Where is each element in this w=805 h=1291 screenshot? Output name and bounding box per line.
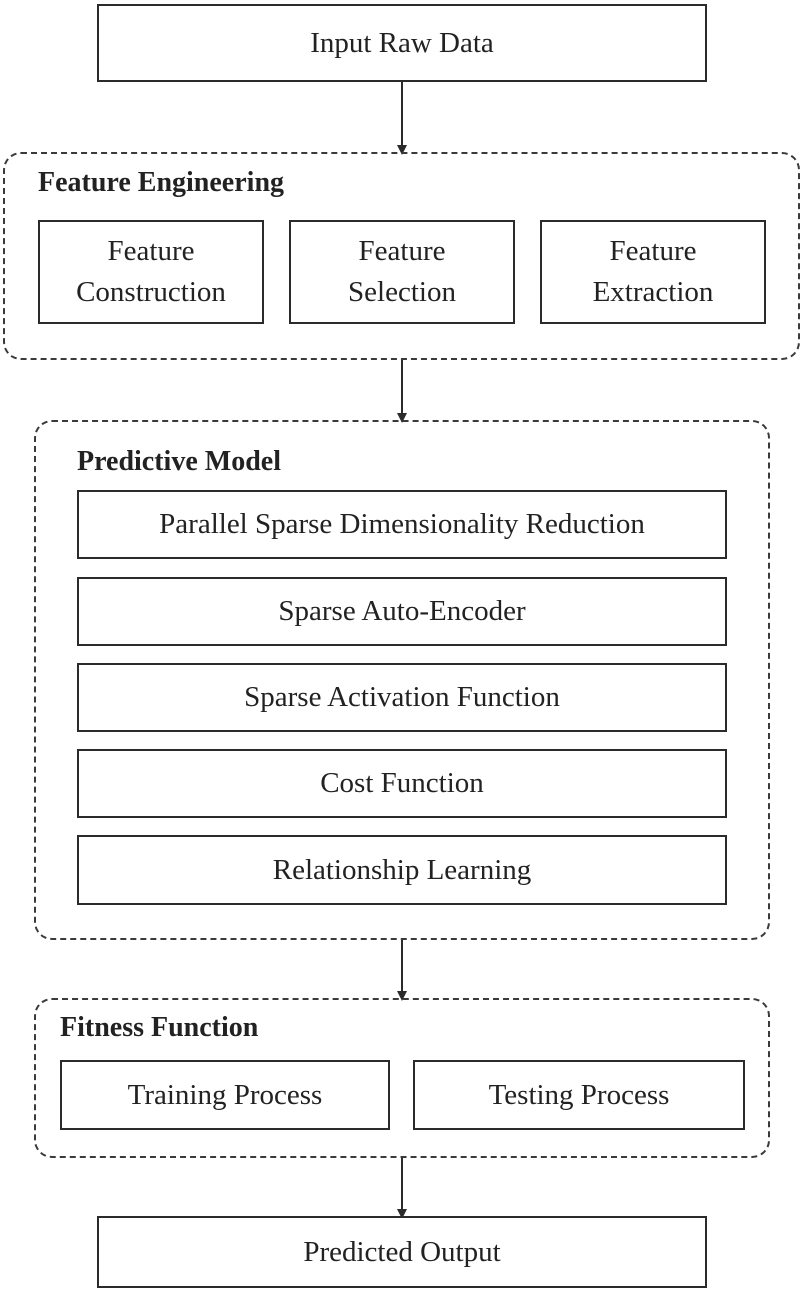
parallel-sparse-dimensionality-reduction-box: Parallel Sparse Dimensionality Reduction: [77, 490, 727, 559]
training-process-box: Training Process: [60, 1060, 390, 1130]
feature-engineering-group: [3, 152, 800, 360]
feature-construction-line1: Feature: [107, 235, 195, 268]
training-process-label: Training Process: [127, 1078, 323, 1111]
fitness-function-group: [34, 998, 770, 1158]
sparse-auto-encoder-box: Sparse Auto-Encoder: [77, 577, 727, 646]
model-item-label: Sparse Activation Function: [244, 681, 560, 714]
feature-construction-line2: Construction: [76, 276, 226, 308]
model-item-label: Relationship Learning: [272, 853, 532, 886]
feature-extraction-line2: Extraction: [592, 276, 714, 308]
feature-selection-box: Feature Selection: [289, 220, 515, 324]
sparse-activation-function-box: Sparse Activation Function: [77, 663, 727, 732]
cost-function-box: Cost Function: [77, 749, 727, 818]
feature-selection-line1: Feature: [358, 235, 446, 268]
feature-extraction-box: Feature Extraction: [540, 220, 766, 324]
predicted-output-box: Predicted Output: [97, 1216, 707, 1288]
feature-engineering-title: Feature Engineering: [38, 167, 285, 198]
predictive-model-group: [34, 420, 770, 940]
feature-extraction-line1: Feature: [609, 235, 697, 268]
predicted-output-label: Predicted Output: [303, 1235, 501, 1268]
model-item-label: Sparse Auto-Encoder: [278, 595, 526, 628]
predictive-model-title: Predictive Model: [77, 446, 281, 477]
input-raw-data-label: Input Raw Data: [310, 26, 494, 59]
feature-selection-line2: Selection: [348, 276, 456, 308]
testing-process-box: Testing Process: [413, 1060, 745, 1130]
model-item-label: Parallel Sparse Dimensionality Reduction: [159, 508, 645, 541]
feature-construction-box: Feature Construction: [38, 220, 264, 324]
relationship-learning-box: Relationship Learning: [77, 835, 727, 905]
model-item-label: Cost Function: [320, 767, 484, 800]
testing-process-label: Testing Process: [488, 1078, 670, 1111]
input-raw-data-box: Input Raw Data: [97, 4, 707, 82]
fitness-function-title: Fitness Function: [60, 1012, 259, 1043]
